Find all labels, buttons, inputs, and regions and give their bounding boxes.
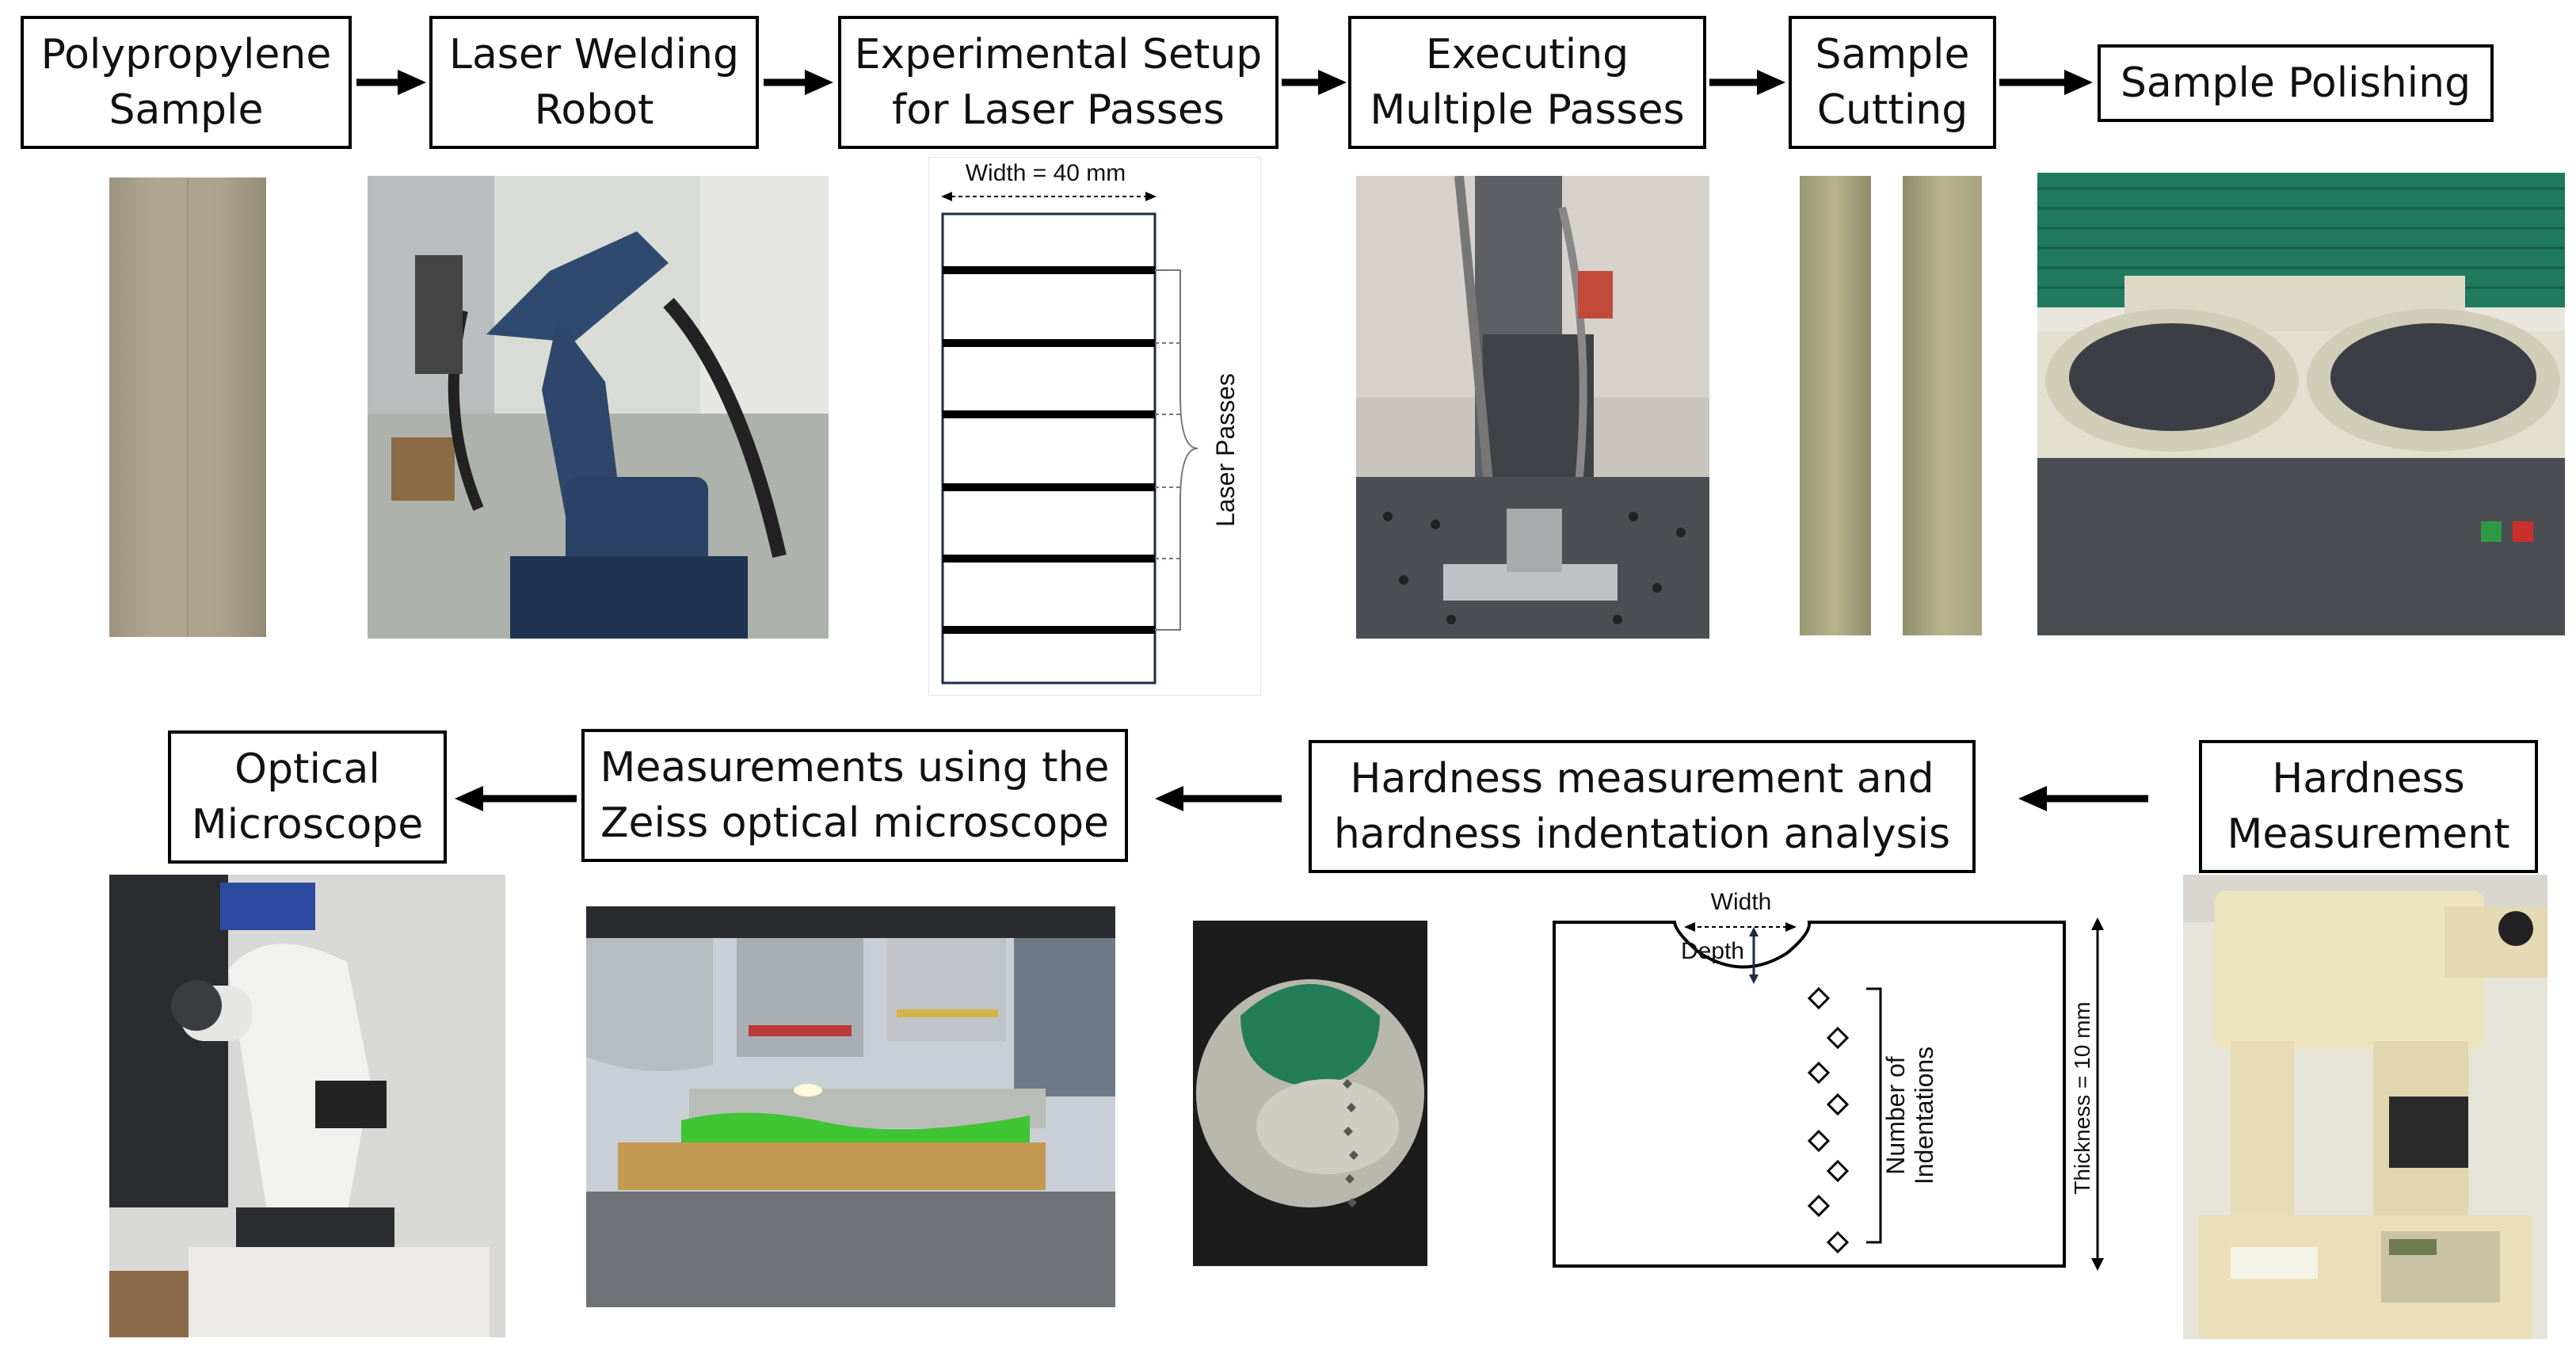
step-label: Experimental Setup for Laser Passes — [854, 31, 1263, 134]
arrow-right-icon — [764, 70, 833, 95]
step-label: Sample Polishing — [2120, 59, 2471, 107]
step-label: Polypropylene Sample — [40, 31, 332, 134]
welding-head-photo — [1356, 176, 1709, 639]
indentation-count-label: Number ofIndentations — [1881, 1047, 1938, 1184]
step-label: Laser Welding Robot — [448, 31, 740, 134]
laser-passes-label: Laser Passes — [1211, 373, 1240, 527]
svg-text:Number ofIndentations: Number ofIndentations — [1881, 1047, 1938, 1184]
step-label: Optical Microscope — [191, 746, 424, 849]
step-label: Hardness Measurement — [2227, 755, 2510, 858]
arrow-left-icon — [1155, 786, 1282, 811]
step-label: Measurements using the Zeiss optical mic… — [600, 744, 1110, 847]
laser-passes-diagram: Width = 40 mm Laser Passes — [928, 157, 1261, 696]
step-label: Sample Cutting — [1815, 31, 1970, 134]
step-hardness-analysis: Hardness measurement and hardness indent… — [1309, 740, 1976, 873]
step-sample-polishing: Sample Polishing — [2098, 44, 2494, 122]
arrow-right-icon — [1282, 70, 1347, 95]
optical-microscope-photo — [109, 875, 505, 1337]
step-label: Hardness measurement and hardness indent… — [1333, 755, 1951, 858]
polishing-machine-photo — [2037, 173, 2565, 635]
arrow-right-icon — [356, 70, 426, 95]
laser-welding-robot-photo — [368, 176, 829, 639]
thickness-label: Thickness = 10 mm — [2070, 1001, 2094, 1195]
arrow-left-icon — [455, 786, 577, 811]
step-hardness-measurement: Hardness Measurement — [2199, 740, 2538, 873]
arrow-left-icon — [2018, 786, 2148, 811]
step-experimental-setup: Experimental Setup for Laser Passes — [838, 16, 1278, 149]
step-polypropylene-sample: Polypropylene Sample — [21, 16, 352, 149]
step-label: Executing Multiple Passes — [1370, 31, 1685, 134]
polypropylene-sample-photo — [109, 177, 266, 637]
step-optical-microscope: Optical Microscope — [168, 730, 447, 864]
arrow-right-icon — [1709, 70, 1785, 95]
cut-samples-photo — [1800, 176, 1982, 635]
arrow-right-icon — [1999, 70, 2093, 95]
indent-width-label: Width — [1711, 889, 1772, 915]
laser-pass-lines — [943, 266, 1155, 634]
step-zeiss-measurements: Measurements using the Zeiss optical mic… — [581, 729, 1128, 862]
hardness-tester-photo — [2183, 875, 2547, 1339]
indent-depth-label: Depth — [1681, 938, 1744, 964]
step-laser-welding-robot: Laser Welding Robot — [429, 16, 759, 149]
indentation-micrograph-photo — [1193, 921, 1427, 1266]
step-sample-cutting: Sample Cutting — [1789, 16, 1996, 149]
indentation-marks — [1807, 986, 1850, 1254]
indentation-schematic: Width Depth Number ofIndentations Thickn… — [1553, 889, 2104, 1271]
width-label: Width = 40 mm — [966, 160, 1126, 186]
zeiss-objectives-photo — [586, 906, 1115, 1307]
step-executing-passes: Executing Multiple Passes — [1348, 16, 1706, 149]
